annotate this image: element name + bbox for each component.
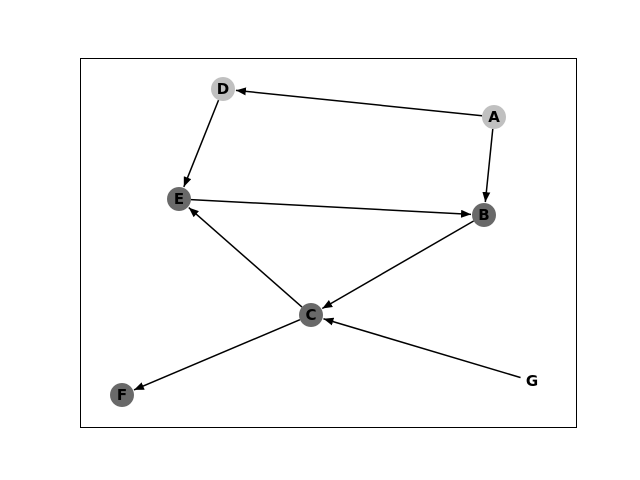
- node-d-circle: [211, 77, 235, 101]
- plot-frame: [80, 58, 577, 428]
- node-f-circle: [110, 383, 134, 407]
- node-c: C: [299, 303, 323, 327]
- edge-d-to-e: [183, 99, 220, 188]
- node-a-circle: [482, 105, 506, 129]
- edge-e-to-b: [190, 198, 472, 218]
- edge-g-to-c: [323, 317, 523, 379]
- node-e-circle: [167, 187, 191, 211]
- edge-c-to-f: [133, 318, 301, 391]
- node-f: F: [110, 383, 134, 407]
- node-a-label: A: [488, 108, 500, 126]
- node-b: B: [472, 203, 496, 227]
- edge-a-to-b: [482, 128, 494, 203]
- node-e: E: [167, 187, 191, 211]
- node-g-label: G: [526, 372, 538, 390]
- edges-layer: [133, 87, 523, 391]
- node-g: G: [520, 369, 544, 393]
- node-d-label: D: [217, 80, 229, 98]
- edge-b-to-c: [321, 220, 474, 310]
- node-g-circle: [520, 369, 544, 393]
- node-b-circle: [472, 203, 496, 227]
- nodes-layer: A B C D E F G: [110, 77, 544, 407]
- node-d: D: [211, 77, 235, 101]
- node-f-label: F: [117, 386, 127, 404]
- node-b-label: B: [478, 206, 489, 224]
- node-e-label: E: [174, 190, 184, 208]
- edge-a-to-d: [235, 87, 483, 117]
- node-a: A: [482, 105, 506, 129]
- edge-c-to-e: [188, 207, 303, 308]
- node-c-circle: [299, 303, 323, 327]
- node-c-label: C: [305, 306, 316, 324]
